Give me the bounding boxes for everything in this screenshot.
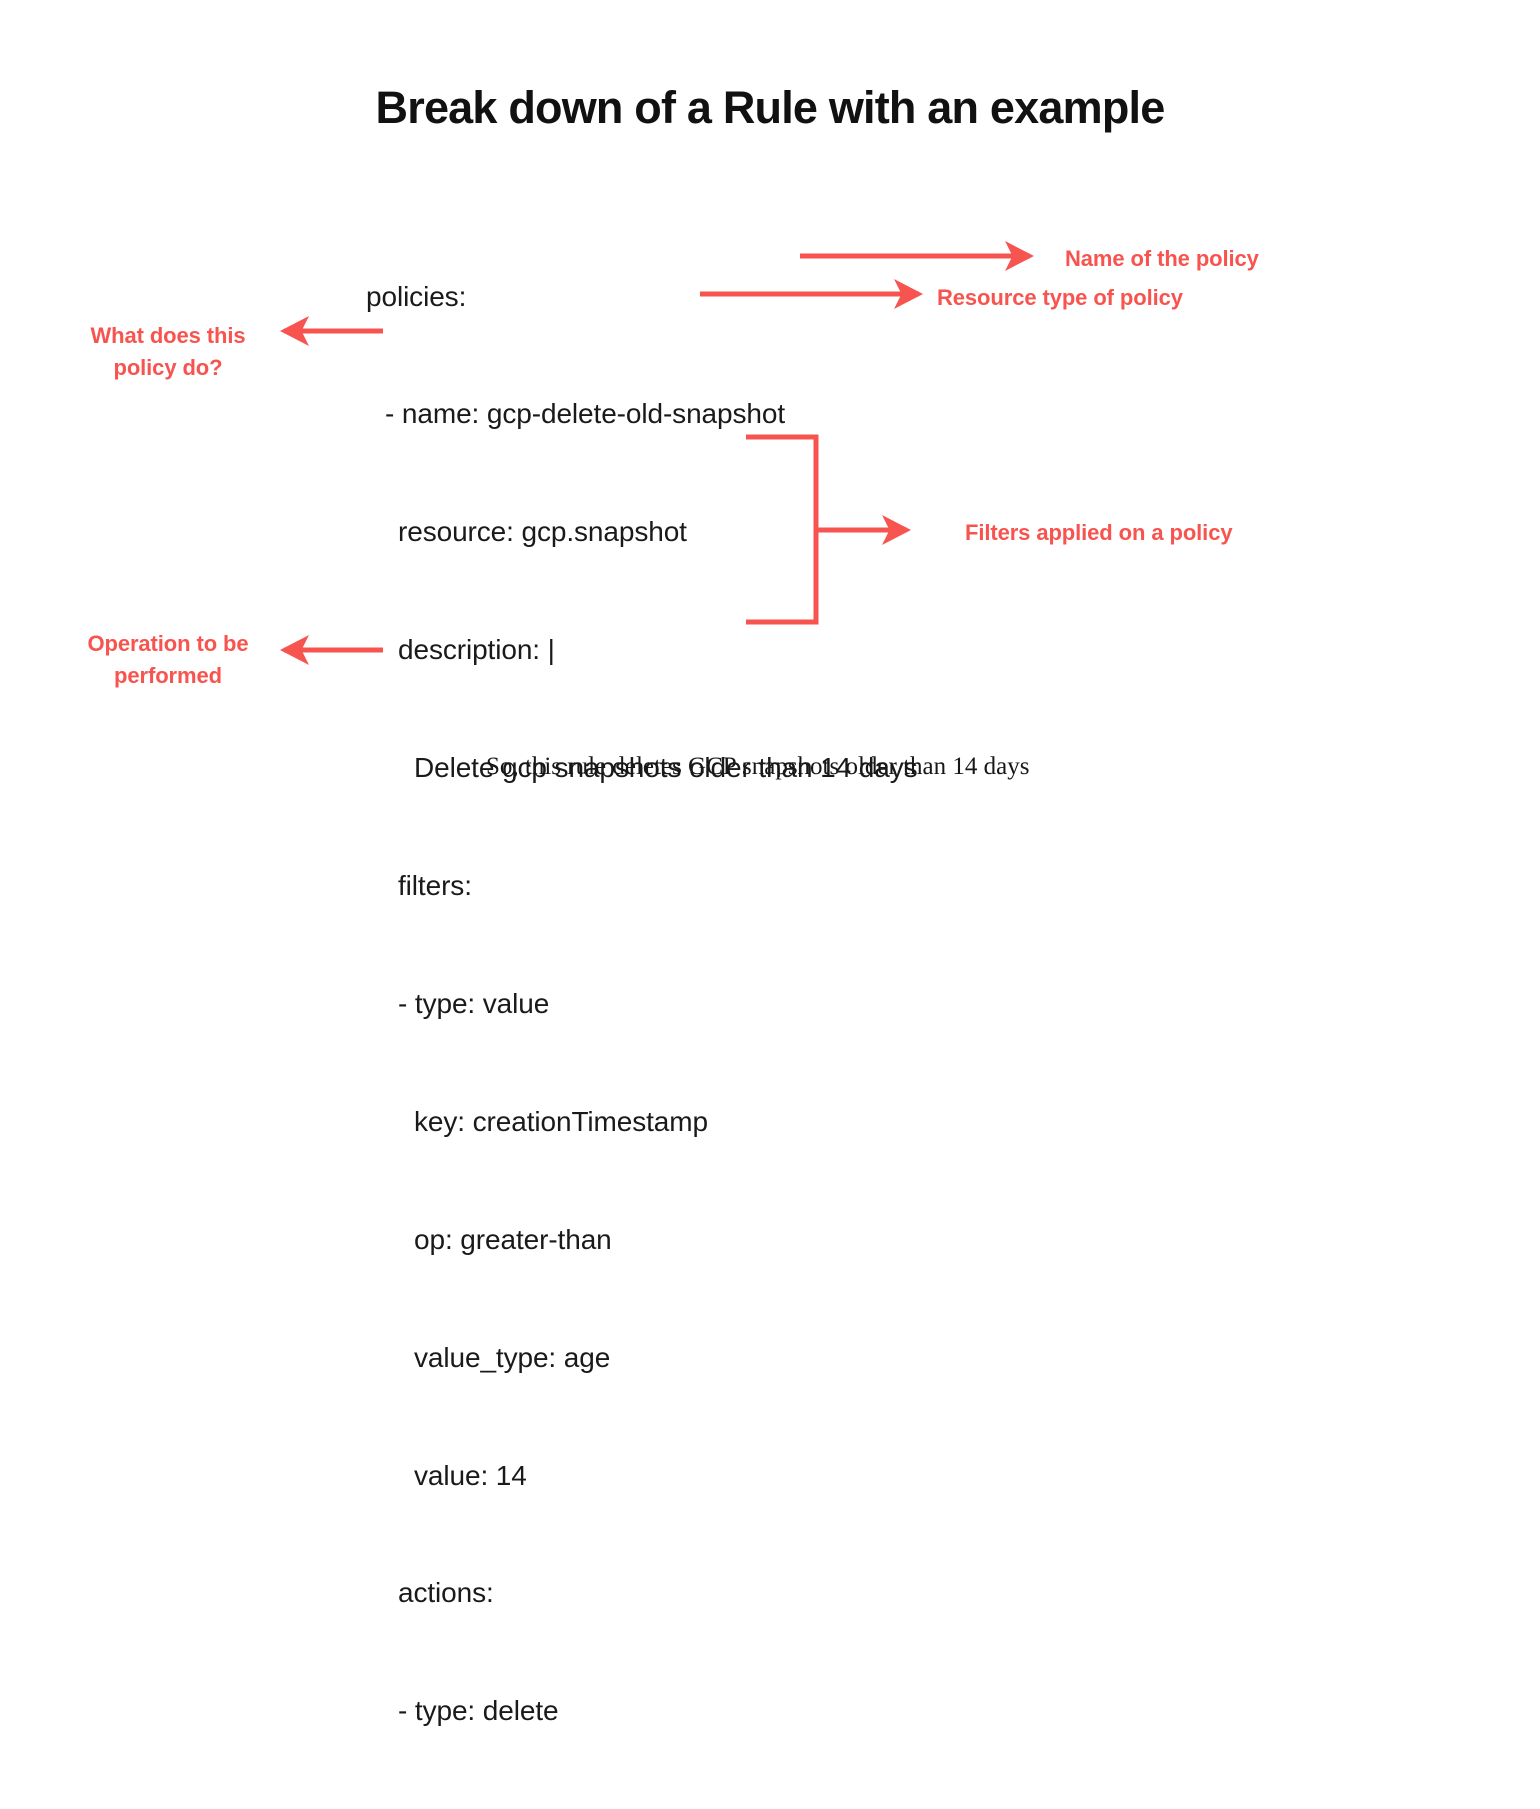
yaml-line-policies: policies:	[366, 280, 467, 312]
yaml-line-filters: filters:	[398, 870, 472, 902]
page-title: Break down of a Rule with an example	[375, 82, 1166, 133]
yaml-line-actions: actions:	[398, 1577, 494, 1609]
yaml-line-description: description: |	[398, 634, 555, 666]
yaml-line-filter-value: value: 14	[414, 1459, 527, 1491]
yaml-line-resource: resource: gcp.snapshot	[398, 516, 687, 548]
summary-caption: So, this rule deletes GCP snapshots olde…	[486, 753, 1030, 780]
yaml-line-filter-value-type: value_type: age	[414, 1341, 611, 1373]
yaml-line-filter-op: op: greater-than	[414, 1223, 612, 1255]
yaml-policy-block: policies: - name: gcp-delete-old-snapsho…	[366, 198, 918, 1809]
annotation-label-name-of-policy: Name of the policy	[1065, 246, 1259, 271]
yaml-line-filter-key: key: creationTimestamp	[414, 1105, 708, 1137]
slide-canvas: Break down of a Rule with an example pol…	[87, 82, 1259, 1726]
yaml-line-description-text: Delete gcp snapshots older than 14 days	[414, 752, 918, 784]
yaml-line-action-type: - type: delete	[398, 1695, 559, 1727]
annotation-label-resource-type: Resource type of policy	[937, 285, 1183, 310]
annotation-label-operation-performed: Operation to be performed	[87, 631, 249, 688]
annotation-label-what-does-policy-do: What does this policy do?	[90, 323, 246, 380]
yaml-line-name: - name: gcp-delete-old-snapshot	[385, 398, 786, 430]
yaml-line-filter-type: - type: value	[398, 987, 550, 1019]
annotation-label-filters-applied: Filters applied on a policy	[965, 520, 1233, 545]
